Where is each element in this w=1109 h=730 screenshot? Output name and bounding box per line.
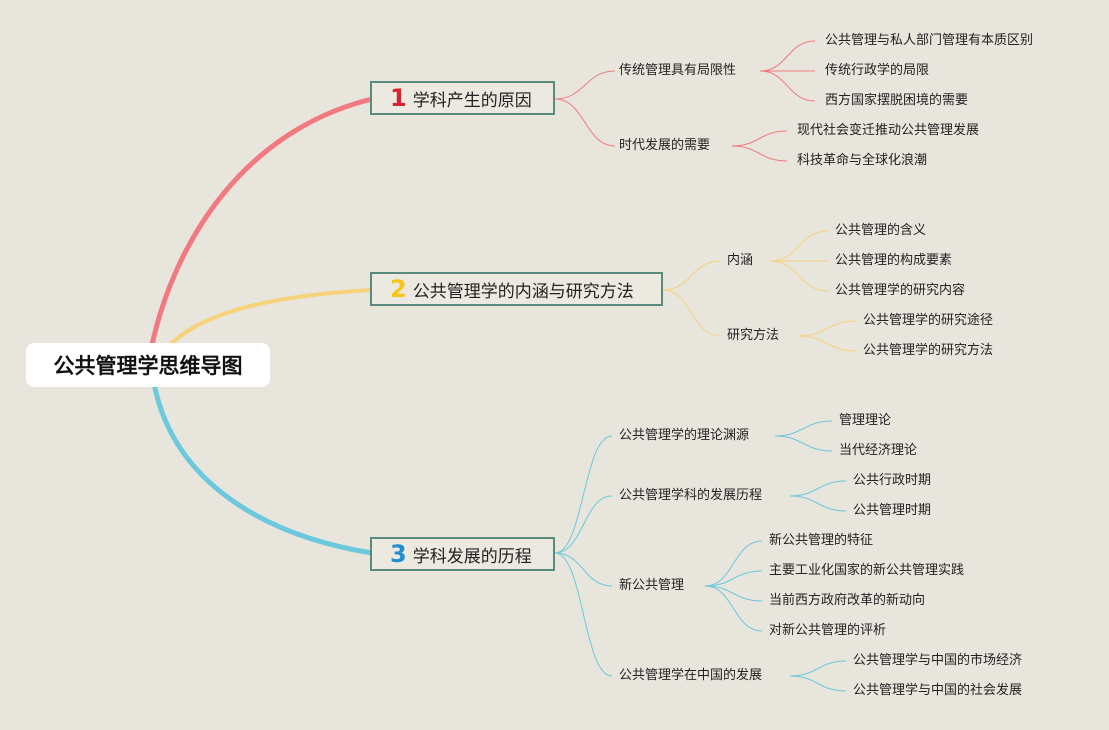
- leaf-3-2-2[interactable]: 公共管理时期: [853, 503, 932, 518]
- link-3-3-3: [704, 585, 763, 602]
- leaf-2-1-1[interactable]: 公共管理的含义: [835, 223, 927, 238]
- branch-2-number: 2: [390, 275, 407, 303]
- leaf-2-1-2[interactable]: 公共管理的构成要素: [835, 253, 953, 268]
- leaf-1-1-2[interactable]: 传统行政学的局限: [825, 63, 930, 78]
- link-2-1: [662, 260, 721, 291]
- leaf-1-1-3[interactable]: 西方国家摆脱困境的需要: [825, 93, 969, 108]
- link-3-3-4: [704, 585, 763, 632]
- link-1-1: [554, 70, 616, 100]
- link-3-1-2: [774, 435, 833, 452]
- link-3-2-1: [789, 480, 847, 497]
- branch-3-label: 学科发展的历程: [412, 546, 532, 567]
- leaf-1-2-1[interactable]: 现代社会变迁推动公共管理发展: [797, 123, 980, 138]
- node-1-2[interactable]: 时代发展的需要: [619, 138, 711, 153]
- node-3-2[interactable]: 公共管理学科的发展历程: [619, 488, 763, 503]
- leaf-2-2-2[interactable]: 公共管理学的研究方法: [863, 343, 994, 358]
- node-1-1[interactable]: 传统管理具有局限性: [619, 63, 737, 78]
- link-3-1: [554, 435, 613, 554]
- link-1-2-2: [731, 145, 788, 162]
- leaf-2-2-1[interactable]: 公共管理学的研究途径: [863, 313, 994, 328]
- connector-root-branch1: [149, 96, 375, 348]
- link-3-4-2: [789, 675, 847, 692]
- branch-1[interactable]: 1 学科产生的原因: [370, 81, 555, 115]
- branch-2[interactable]: 2 公共管理学的内涵与研究方法: [370, 272, 663, 306]
- leaf-3-3-1[interactable]: 新公共管理的特征: [769, 533, 874, 548]
- leaf-3-1-1[interactable]: 管理理论: [839, 413, 892, 428]
- branch-3-number: 3: [390, 540, 407, 568]
- root-title: 公共管理学思维导图: [26, 343, 270, 387]
- link-1-2-1: [731, 130, 788, 147]
- leaf-3-1-2[interactable]: 当代经济理论: [839, 443, 918, 458]
- leaf-3-4-2[interactable]: 公共管理学与中国的社会发展: [853, 683, 1023, 698]
- leaf-3-3-3[interactable]: 当前西方政府改革的新动向: [769, 593, 926, 608]
- branch-1-number: 1: [390, 84, 407, 112]
- link-3-1-1: [774, 420, 833, 437]
- link-1-2: [554, 98, 616, 147]
- link-3-4-1: [789, 660, 847, 677]
- leaf-2-1-3[interactable]: 公共管理学的研究内容: [835, 283, 966, 298]
- link-3-2-2: [789, 495, 847, 512]
- link-3-3: [554, 552, 613, 587]
- leaf-3-3-2[interactable]: 主要工业化国家的新公共管理实践: [769, 563, 965, 578]
- branch-2-label: 公共管理学的内涵与研究方法: [412, 281, 634, 302]
- connector-root-branch2: [168, 288, 374, 347]
- link-2-1-1: [769, 230, 829, 262]
- node-2-1[interactable]: 内涵: [727, 253, 754, 268]
- link-3-3-1: [704, 540, 763, 587]
- link-1-1-3: [759, 70, 816, 102]
- link-2-2-2: [797, 335, 857, 352]
- leaf-1-1-1[interactable]: 公共管理与私人部门管理有本质区别: [825, 33, 1034, 48]
- leaf-3-2-1[interactable]: 公共行政时期: [853, 473, 932, 488]
- node-3-3[interactable]: 新公共管理: [619, 578, 685, 593]
- link-2-1-3: [769, 260, 829, 292]
- link-3-4: [554, 552, 613, 677]
- node-2-2[interactable]: 研究方法: [727, 328, 780, 343]
- node-3-4[interactable]: 公共管理学在中国的发展: [619, 668, 763, 683]
- branch-3[interactable]: 3 学科发展的历程: [370, 537, 555, 571]
- link-2-2: [662, 289, 721, 337]
- link-3-2: [554, 495, 613, 554]
- node-3-1[interactable]: 公共管理学的理论渊源: [619, 428, 750, 443]
- link-2-2-1: [797, 320, 857, 337]
- leaf-1-2-2[interactable]: 科技革命与全球化浪潮: [797, 153, 928, 168]
- link-3-3-2: [704, 570, 763, 587]
- link-1-1-1: [759, 40, 816, 72]
- branch-1-label: 学科产生的原因: [412, 90, 532, 111]
- connector-root-branch3: [152, 385, 375, 556]
- leaf-3-4-1[interactable]: 公共管理学与中国的市场经济: [853, 653, 1023, 668]
- leaf-3-3-4[interactable]: 对新公共管理的评析: [769, 623, 887, 638]
